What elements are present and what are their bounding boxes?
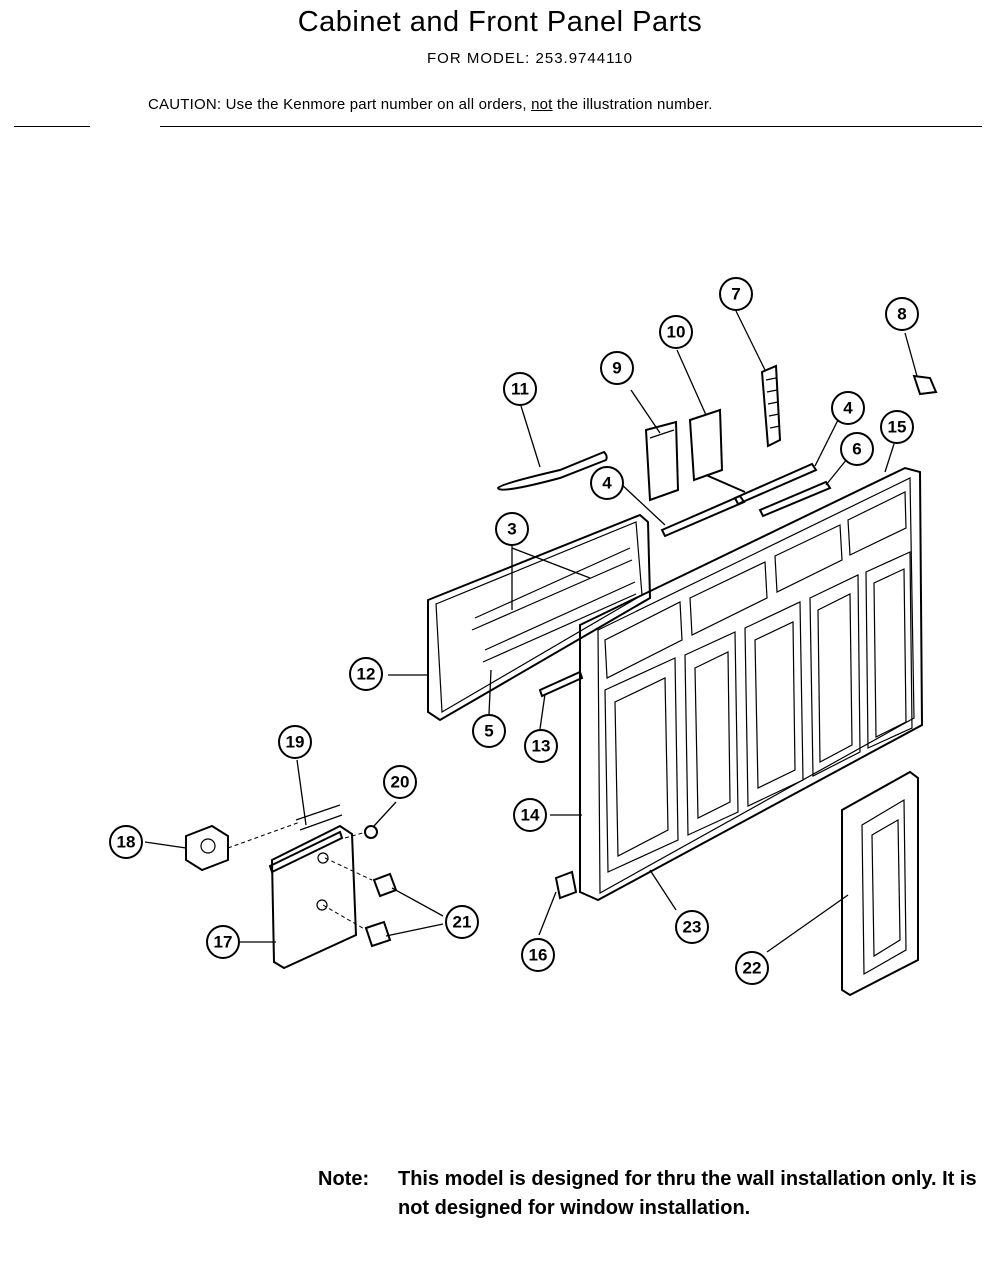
part-17-control-panel: [270, 804, 358, 970]
svg-text:9: 9: [612, 359, 621, 378]
svg-text:17: 17: [214, 933, 233, 952]
svg-text:19: 19: [286, 733, 305, 752]
part-16-bracket: [554, 870, 578, 900]
part-21-knob-upper: [372, 872, 398, 898]
callout-14: 14: [513, 798, 547, 832]
callout-13: 13: [524, 729, 558, 763]
svg-text:5: 5: [484, 722, 493, 741]
part-9-bracket: [644, 420, 680, 502]
caution-text: CAUTION: Use the Kenmore part number on …: [148, 96, 713, 113]
caution-prefix: CAUTION: Use the Kenmore part number on …: [148, 96, 532, 113]
part-4-strip-lower: [660, 494, 746, 538]
callout-15: 15: [880, 410, 914, 444]
part-12-insulation-panel: [427, 513, 652, 722]
svg-text:23: 23: [683, 918, 702, 937]
part-7-bracket: [760, 364, 782, 448]
svg-text:13: 13: [532, 737, 551, 756]
callout-10: 10: [659, 315, 693, 349]
callout-8: 8: [885, 297, 919, 331]
note-text: This model is designed for thru the wall…: [398, 1168, 977, 1219]
caution-suffix: the illustration number.: [552, 96, 713, 113]
callout-6: 6: [840, 432, 874, 466]
part-4-strip-upper: [733, 462, 818, 506]
part-10-bracket: [688, 408, 746, 493]
svg-text:11: 11: [511, 380, 529, 399]
svg-text:14: 14: [521, 806, 540, 825]
callout-9: 9: [600, 351, 634, 385]
caution-emphasis: not: [531, 96, 553, 113]
part-13-strip: [538, 670, 584, 698]
callout-23: 23: [675, 910, 709, 944]
svg-text:18: 18: [117, 833, 136, 852]
page-title: Cabinet and Front Panel Parts: [297, 6, 703, 38]
part-11-rod: [496, 450, 608, 491]
header-rule-left: [14, 126, 90, 127]
svg-text:6: 6: [852, 440, 861, 459]
callout-7: 7: [719, 277, 753, 311]
callout-4-lower: 4: [590, 466, 624, 500]
svg-text:21: 21: [453, 913, 472, 932]
assembly-lines: [227, 821, 373, 931]
part-20-knob: [364, 825, 378, 839]
part-18-control-knob: [185, 824, 229, 872]
callout-12: 12: [349, 657, 383, 691]
callout-22: 22: [735, 951, 769, 985]
part-19-strip: [268, 830, 344, 874]
svg-text:15: 15: [888, 418, 907, 437]
callout-17: 17: [206, 925, 240, 959]
callout-18: 18: [109, 825, 143, 859]
svg-text:4: 4: [602, 474, 612, 493]
svg-text:8: 8: [897, 305, 906, 324]
part-23-front-frame: [579, 466, 924, 902]
svg-text:3: 3: [507, 520, 516, 539]
svg-text:12: 12: [357, 665, 376, 684]
svg-text:22: 22: [743, 959, 762, 978]
svg-text:16: 16: [529, 946, 548, 965]
part-6-strip: [758, 480, 832, 518]
model-number: FOR MODEL: 253.9744110: [427, 50, 633, 67]
callout-19: 19: [278, 725, 312, 759]
svg-text:4: 4: [843, 399, 853, 418]
callout-21: 21: [445, 905, 479, 939]
part-22-door: [841, 770, 919, 997]
callout-5: 5: [472, 714, 506, 748]
svg-text:7: 7: [731, 285, 740, 304]
callout-4-upper: 4: [831, 391, 865, 425]
leader-lines: [144, 310, 918, 953]
svg-text:10: 10: [667, 323, 686, 342]
callout-11: 11: [503, 372, 537, 406]
callout-20: 20: [383, 765, 417, 799]
part-8-clip: [912, 374, 938, 396]
header-rule-right: [160, 126, 982, 127]
callout-16: 16: [521, 938, 555, 972]
part-21-knob-lower: [364, 920, 392, 948]
note-label: Note:: [318, 1168, 370, 1190]
svg-text:20: 20: [391, 773, 410, 792]
callout-3: 3: [495, 512, 529, 546]
